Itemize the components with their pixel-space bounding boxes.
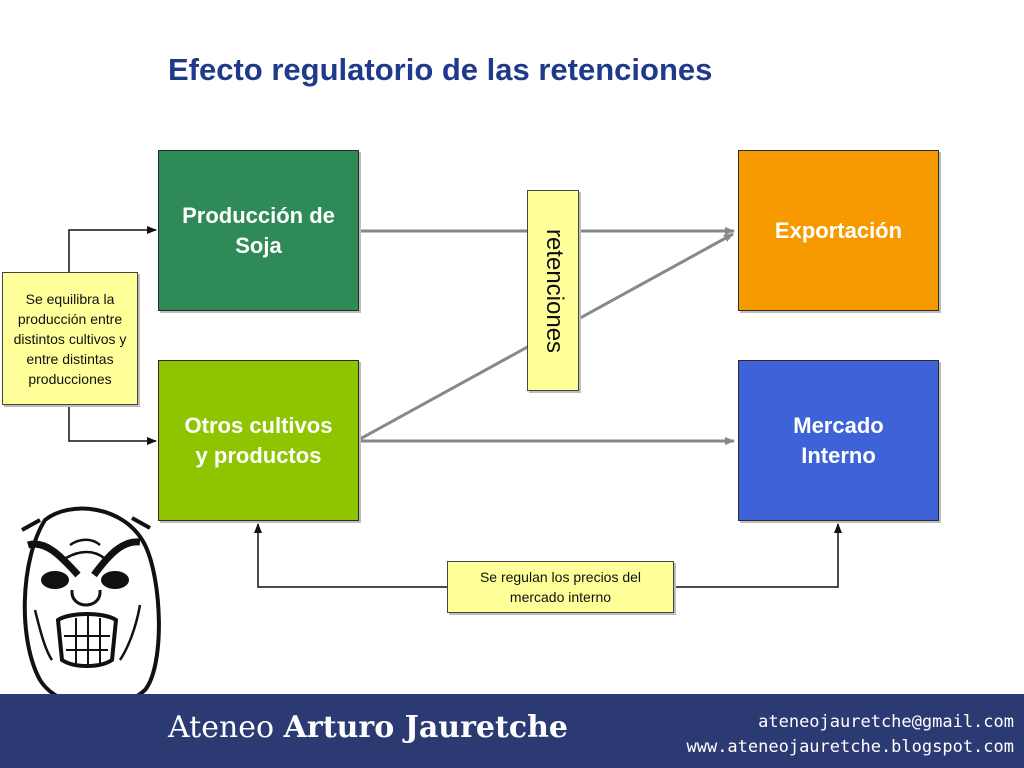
box-mercado-interno: Mercado Interno [738,360,939,521]
box-exportacion: Exportación [738,150,939,311]
box-produccion-soja: Producción de Soja [158,150,359,311]
box-otros-cultivos-label: Otros cultivos y productos [184,412,333,468]
box-otros-cultivos: Otros cultivos y productos [158,360,359,521]
footer-brand: Ateneo Arturo Jauretche [168,710,568,745]
note-precios-text: Se regulan los precios del mercado inter… [479,569,642,605]
arrow-note-to-otros [68,405,157,445]
arrow-note-to-mercado-bottom [674,523,842,588]
arrow-note-to-soja [68,226,157,272]
footer-brand-ateneo: Ateneo [168,710,275,745]
note-equilibrio: Se equilibra la producción entre distint… [2,272,138,405]
box-mercado-interno-label: Mercado Interno [793,412,884,468]
retenciones-box: retenciones [527,190,579,391]
footer-brand-name: Arturo Jauretche [283,710,569,745]
footer-bar: Ateneo Arturo Jauretche ateneojauretche@… [0,694,1024,768]
note-precios: Se regulan los precios del mercado inter… [447,561,674,613]
footer-website: www.ateneojauretche.blogspot.com [686,737,1014,757]
box-produccion-soja-label: Producción de Soja [182,202,335,258]
footer-email: ateneojauretche@gmail.com [758,712,1014,732]
note-equilibrio-text: Se equilibra la producción entre distint… [13,290,127,387]
slide-title: Efecto regulatorio de las retenciones [168,52,713,87]
arrow-note-to-otros-bottom [254,523,447,588]
box-exportacion-label: Exportación [774,217,903,243]
